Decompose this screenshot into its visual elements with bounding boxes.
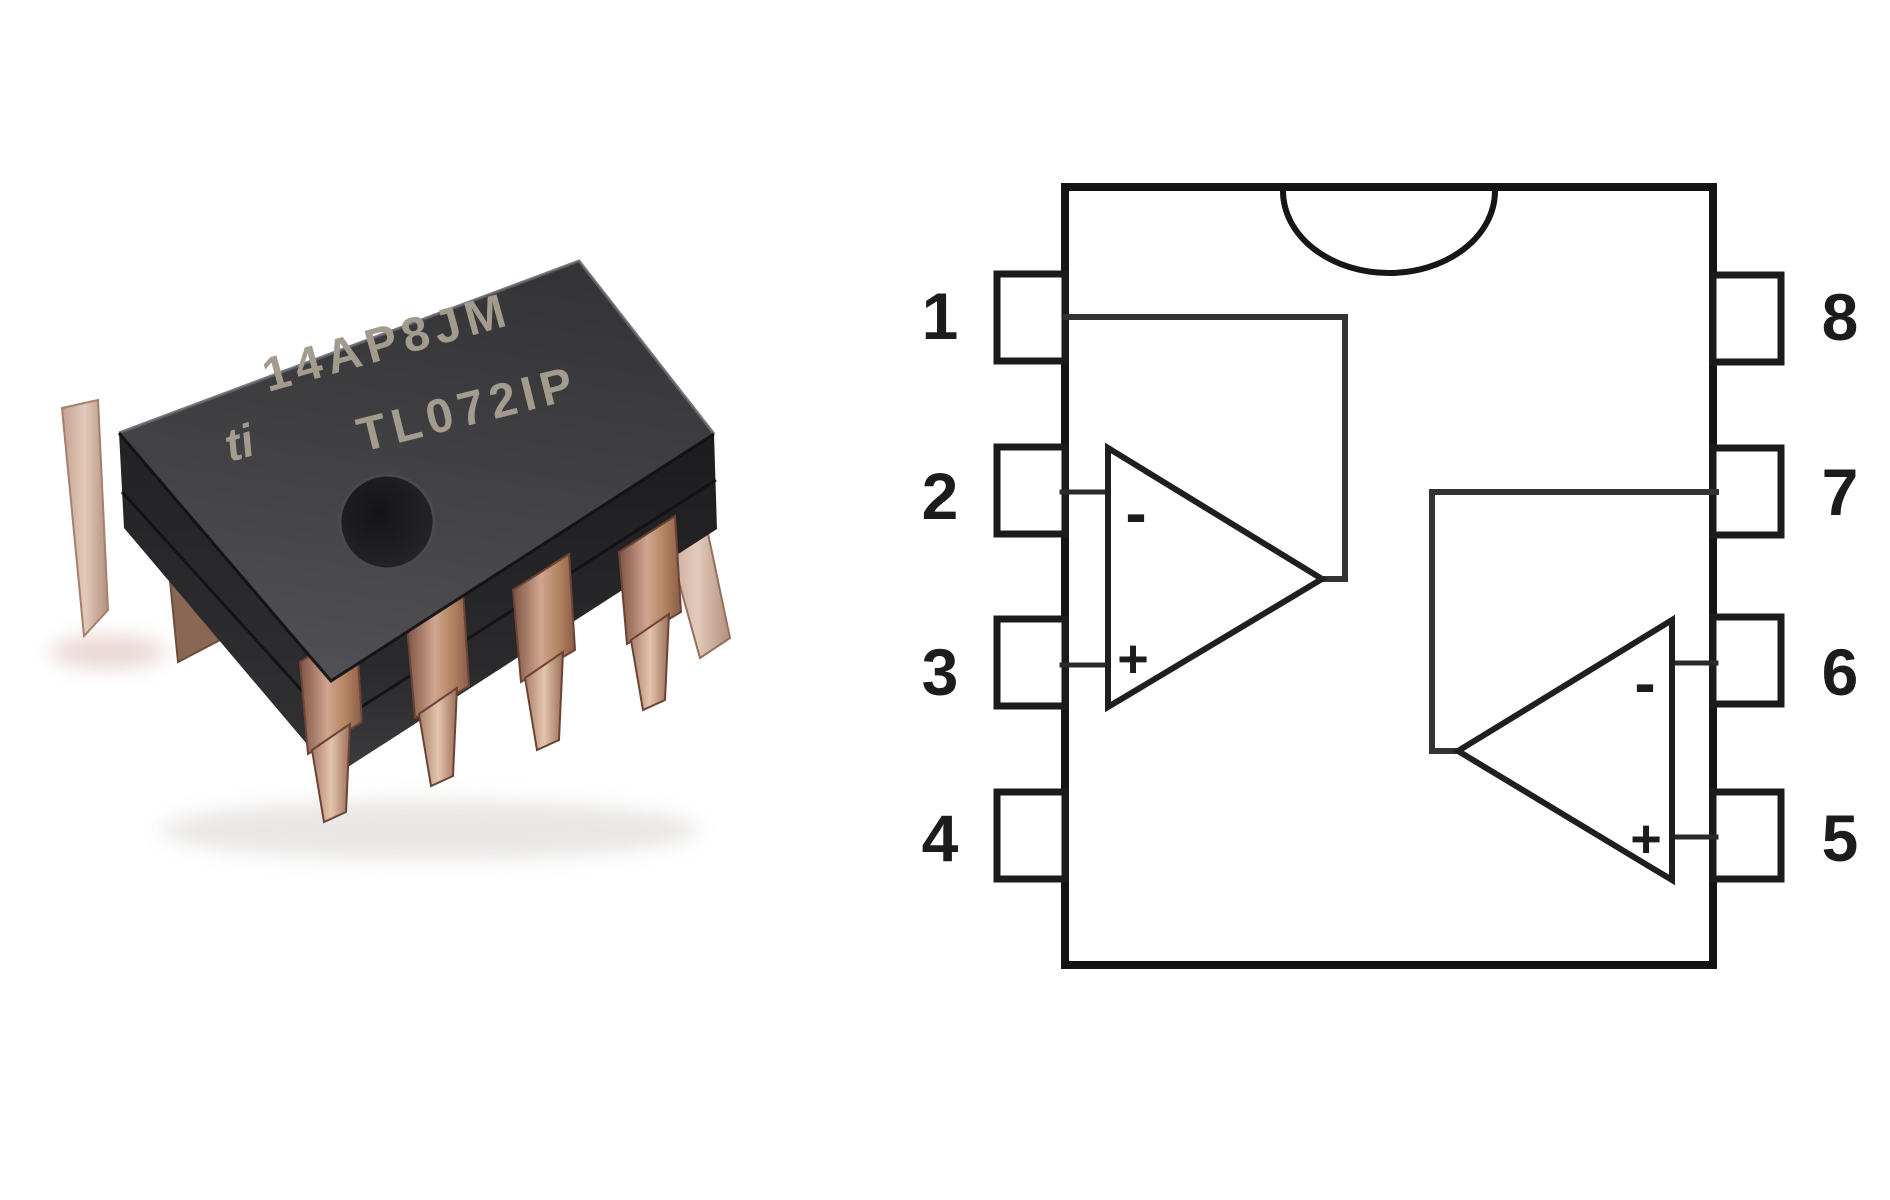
pin-6-label: 6 <box>1822 635 1859 709</box>
ic-chip-photo: 14AP8JM TL072IP ti <box>50 259 732 860</box>
chip-front-edge-crease <box>117 432 715 683</box>
chip-pin-back-left <box>60 398 110 639</box>
chip-left-face <box>119 433 334 776</box>
pin-8-box <box>1709 271 1785 366</box>
opamp-b-noninverting-input-label: + <box>1630 809 1662 869</box>
pin-indicator-dimple <box>338 473 436 571</box>
opamp-a-inverting-input-label: - <box>1125 477 1146 549</box>
pin-3-box <box>993 615 1069 710</box>
pin-1-box <box>993 270 1069 365</box>
opamp-a-output-trace <box>1063 314 1348 582</box>
pin-5-label: 5 <box>1822 801 1859 875</box>
pin-3-label: 3 <box>922 635 959 709</box>
pin-7-label: 7 <box>1822 455 1859 529</box>
ic-notch <box>1279 187 1499 276</box>
pin-2-box <box>993 443 1069 538</box>
opamp-a-triangle <box>1105 442 1328 713</box>
pin-8-label: 8 <box>1822 280 1859 354</box>
pin-2-label: 2 <box>922 459 959 533</box>
pin-4-label: 4 <box>922 801 959 875</box>
opamp-b-output-trace <box>1429 489 1719 754</box>
chip-pin-front-3 <box>511 552 577 752</box>
pin-5-box <box>1709 788 1785 883</box>
opamp-b-inverting-input-label: - <box>1634 647 1655 719</box>
chip-pin-front-4 <box>617 514 683 712</box>
opamp-a-noninverting-input-label: + <box>1117 629 1149 689</box>
pin-4-box <box>993 788 1069 883</box>
opamp-b-triangle <box>1452 614 1675 886</box>
left-pin-shadow <box>50 636 166 668</box>
pin-7-box <box>1709 444 1785 539</box>
chip-top-edge-highlight <box>118 259 716 435</box>
pin-6-box <box>1709 613 1785 708</box>
pin-1-label: 1 <box>922 279 959 353</box>
pinout-diagram: - + - + 1 2 3 4 8 7 6 5 <box>922 183 1859 969</box>
chip-top-face <box>119 261 714 681</box>
chip-shadow <box>160 800 700 860</box>
